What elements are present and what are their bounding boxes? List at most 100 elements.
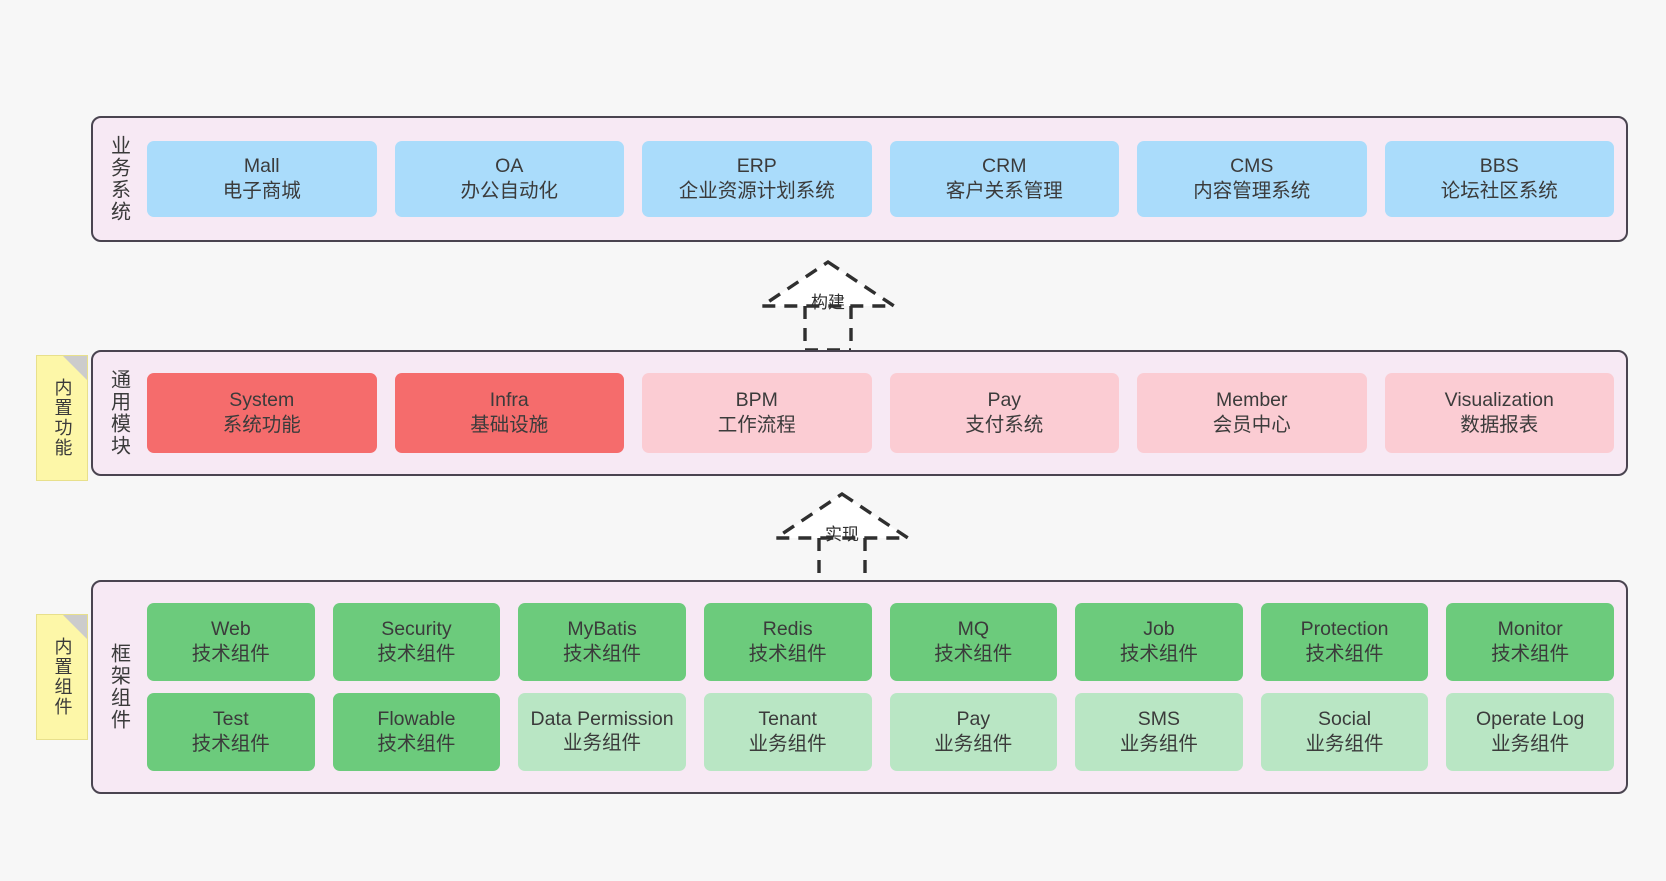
note-builtin-components-label: 内置组件 [52, 637, 73, 717]
card-mall-cn: 电子商城 [222, 180, 301, 202]
card-member-cn: 会员中心 [1212, 414, 1291, 436]
card-tenant-cn: 业务组件 [748, 733, 827, 755]
card-system[interactable]: System 系统功能 [147, 373, 377, 453]
card-oa[interactable]: OA 办公自动化 [394, 141, 624, 217]
card-security-cn: 技术组件 [377, 643, 456, 665]
card-protection-cn: 技术组件 [1305, 643, 1384, 665]
card-operate-log-en: Operate Log [1475, 708, 1585, 731]
card-sms-en: SMS [1137, 708, 1181, 731]
card-mall-en: Mall [243, 155, 280, 178]
connector-implement-label: 实现 [825, 525, 859, 544]
card-system-en: System [229, 389, 295, 412]
card-redis[interactable]: Redis 技术组件 [703, 603, 872, 681]
card-infra-en: Infra [489, 389, 529, 412]
framework-business-row: Test 技术组件 Flowable 技术组件 Data Permission … [147, 693, 1614, 771]
card-job-en: Job [1143, 618, 1175, 641]
card-web-cn: 技术组件 [191, 643, 270, 665]
card-test[interactable]: Test 技术组件 [147, 693, 315, 771]
card-visualization-en: Visualization [1444, 389, 1554, 412]
card-cms-en: CMS [1230, 155, 1274, 178]
modules-card-row: System 系统功能 Infra 基础设施 BPM 工作流程 Pay 支付系统… [147, 373, 1614, 453]
card-mq[interactable]: MQ 技术组件 [889, 603, 1058, 681]
connector-build: 构建 [756, 258, 900, 352]
note-builtin-features: 内置功能 [36, 355, 88, 481]
card-security[interactable]: Security 技术组件 [332, 603, 501, 681]
card-mq-cn: 技术组件 [934, 643, 1013, 665]
layer-business-systems: 业务系统 Mall 电子商城 OA 办公自动化 ERP 企业资源计划系统 CRM [91, 116, 1628, 242]
card-mq-en: MQ [957, 618, 990, 641]
card-erp[interactable]: ERP 企业资源计划系统 [642, 141, 872, 217]
card-job[interactable]: Job 技术组件 [1075, 603, 1243, 681]
card-bpm[interactable]: BPM 工作流程 [642, 373, 872, 453]
card-redis-cn: 技术组件 [748, 643, 827, 665]
connector-build-label: 构建 [811, 293, 845, 312]
card-tenant-en: Tenant [758, 708, 817, 731]
card-test-en: Test [212, 708, 249, 731]
card-monitor[interactable]: Monitor 技术组件 [1446, 603, 1614, 681]
card-operate-log[interactable]: Operate Log 业务组件 [1446, 693, 1614, 771]
card-visualization-cn: 数据报表 [1460, 414, 1539, 436]
card-pay-component[interactable]: Pay 业务组件 [889, 693, 1058, 771]
card-cms[interactable]: CMS 内容管理系统 [1137, 141, 1367, 217]
card-job-cn: 技术组件 [1119, 643, 1198, 665]
card-redis-en: Redis [762, 618, 813, 641]
card-infra[interactable]: Infra 基础设施 [394, 373, 624, 453]
card-system-cn: 系统功能 [222, 414, 301, 436]
card-cms-cn: 内容管理系统 [1193, 180, 1311, 202]
layer-business-title: 业务系统 [107, 135, 130, 223]
card-visualization[interactable]: Visualization 数据报表 [1384, 373, 1614, 453]
card-mybatis[interactable]: MyBatis 技术组件 [518, 603, 686, 681]
card-test-cn: 技术组件 [191, 733, 270, 755]
card-social-en: Social [1318, 708, 1372, 731]
card-bbs-en: BBS [1479, 155, 1519, 178]
card-pay-component-cn: 业务组件 [934, 733, 1013, 755]
card-data-permission[interactable]: Data Permission 业务组件 [518, 693, 686, 771]
card-sms[interactable]: SMS 业务组件 [1075, 693, 1243, 771]
card-member[interactable]: Member 会员中心 [1137, 373, 1367, 453]
card-mall[interactable]: Mall 电子商城 [147, 141, 377, 217]
card-bbs[interactable]: BBS 论坛社区系统 [1384, 141, 1614, 217]
card-pay-component-en: Pay [956, 708, 991, 731]
card-web-en: Web [210, 618, 251, 641]
layer-framework-title: 框架组件 [107, 643, 130, 731]
layer-modules-body: System 系统功能 Infra 基础设施 BPM 工作流程 Pay 支付系统… [143, 352, 1626, 474]
card-tenant[interactable]: Tenant 业务组件 [703, 693, 872, 771]
layer-business-body: Mall 电子商城 OA 办公自动化 ERP 企业资源计划系统 CRM 客户关系… [143, 118, 1626, 240]
card-sms-cn: 业务组件 [1119, 733, 1198, 755]
card-bpm-en: BPM [735, 389, 778, 412]
note-fold-corner-icon [63, 356, 87, 380]
card-erp-en: ERP [736, 155, 777, 178]
card-bpm-cn: 工作流程 [717, 414, 796, 436]
card-flowable-en: Flowable [377, 708, 456, 731]
card-monitor-en: Monitor [1497, 618, 1563, 641]
layer-modules-title: 通用模块 [107, 369, 130, 457]
card-oa-en: OA [495, 155, 524, 178]
layer-framework-body: Web 技术组件 Security 技术组件 MyBatis 技术组件 Redi… [143, 582, 1626, 792]
card-infra-cn: 基础设施 [470, 414, 549, 436]
card-crm-cn: 客户关系管理 [945, 180, 1063, 202]
card-crm-en: CRM [982, 155, 1027, 178]
card-protection-en: Protection [1300, 618, 1389, 641]
card-monitor-cn: 技术组件 [1491, 643, 1570, 665]
note-builtin-components: 内置组件 [36, 614, 88, 740]
card-erp-cn: 企业资源计划系统 [678, 180, 835, 202]
card-flowable-cn: 技术组件 [377, 733, 456, 755]
card-social[interactable]: Social 业务组件 [1260, 693, 1429, 771]
card-crm[interactable]: CRM 客户关系管理 [889, 141, 1119, 217]
card-oa-cn: 办公自动化 [460, 180, 558, 202]
card-security-en: Security [381, 618, 452, 641]
card-social-cn: 业务组件 [1305, 733, 1384, 755]
card-member-en: Member [1215, 389, 1288, 412]
business-card-row: Mall 电子商城 OA 办公自动化 ERP 企业资源计划系统 CRM 客户关系… [147, 141, 1614, 217]
card-flowable[interactable]: Flowable 技术组件 [332, 693, 501, 771]
card-mybatis-cn: 技术组件 [563, 643, 642, 665]
card-pay-module-cn: 支付系统 [965, 414, 1044, 436]
note-builtin-features-label: 内置功能 [52, 378, 73, 458]
card-protection[interactable]: Protection 技术组件 [1260, 603, 1429, 681]
card-operate-log-cn: 业务组件 [1491, 733, 1570, 755]
card-pay-module[interactable]: Pay 支付系统 [889, 373, 1119, 453]
framework-tech-row: Web 技术组件 Security 技术组件 MyBatis 技术组件 Redi… [147, 603, 1614, 681]
note-fold-corner-icon [63, 615, 87, 639]
card-web[interactable]: Web 技术组件 [147, 603, 315, 681]
connector-implement: 实现 [770, 490, 914, 584]
